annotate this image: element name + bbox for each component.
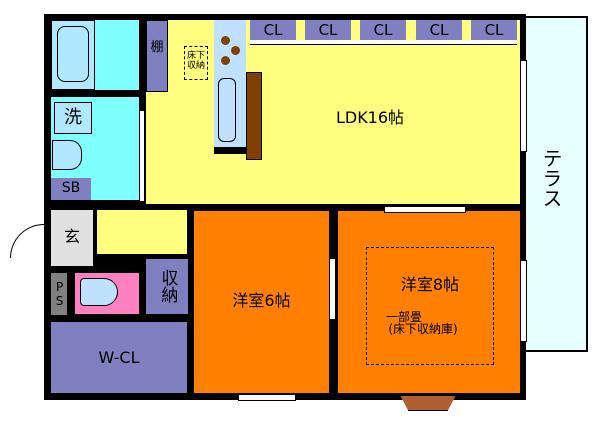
entrance-door[interactable]	[10, 224, 44, 258]
wcl-label: W-CL	[98, 347, 140, 367]
shoe-box: SB	[51, 178, 91, 200]
ps-label: PS	[52, 280, 67, 308]
window	[238, 394, 296, 401]
shelf-label: 棚	[150, 40, 164, 55]
entrance: 玄	[51, 210, 93, 266]
closet-2[interactable]: CL	[305, 20, 351, 40]
closet-1[interactable]: CL	[250, 20, 296, 40]
western8-note2: (床下収納庫)	[388, 322, 458, 336]
window	[520, 260, 527, 342]
stove-burner	[221, 56, 230, 65]
western6-label: 洋室6帖	[232, 291, 291, 311]
western-room-8: 洋室8帖 一部畳 (床下収納庫)	[338, 211, 520, 393]
kitchen-counter	[214, 20, 246, 154]
kitchen-sink	[218, 78, 236, 142]
shelf: 棚	[146, 20, 168, 92]
storage: 収納	[146, 259, 188, 314]
walk-in-closet: W-CL	[51, 322, 187, 393]
closet-5[interactable]: CL	[471, 20, 517, 40]
underfloor-label: 床下収納	[186, 51, 205, 71]
closet-3[interactable]: CL	[360, 20, 406, 40]
ps-space: PS	[51, 273, 67, 315]
ldk-label: LDK16帖	[335, 108, 405, 128]
western8-label: 洋室8帖	[400, 275, 460, 295]
terrace: テラス	[526, 16, 588, 352]
sink-icon	[52, 140, 82, 170]
wash-label: 洗	[64, 107, 82, 129]
western8-note1: 一部畳	[385, 310, 422, 324]
entrance-label: 玄	[63, 227, 80, 246]
bay-window	[400, 395, 456, 411]
ldk-room	[146, 20, 520, 204]
storage-label: 収納	[157, 269, 178, 303]
washing-machine: 洗	[54, 102, 92, 134]
tatami-area	[366, 247, 494, 365]
window	[329, 258, 336, 320]
window	[139, 110, 145, 202]
stove-burner	[221, 36, 230, 45]
hallway	[97, 210, 187, 254]
stove-burner	[231, 46, 240, 55]
western-room-6: 洋室6帖	[194, 211, 329, 393]
kitchen-bar	[246, 72, 262, 160]
window	[520, 60, 527, 152]
closet-shelf-line	[250, 40, 517, 45]
toilet-icon	[80, 278, 118, 306]
terrace-label: テラス	[539, 148, 563, 208]
bathtub-inner	[57, 26, 89, 82]
closet-4[interactable]: CL	[416, 20, 462, 40]
toilet-room	[75, 273, 139, 314]
underfloor-storage: 床下収納	[184, 46, 208, 80]
sb-label: SB	[61, 180, 81, 197]
window	[384, 206, 466, 213]
